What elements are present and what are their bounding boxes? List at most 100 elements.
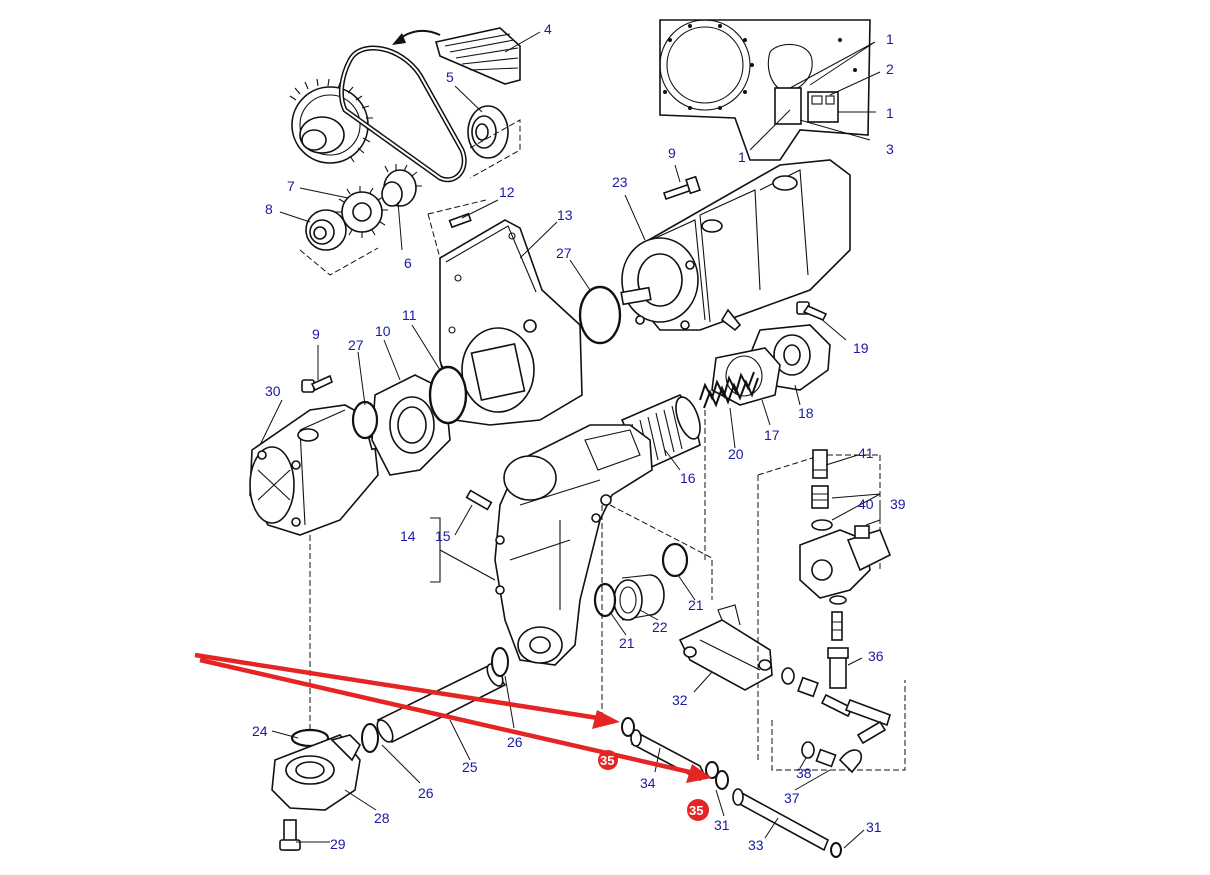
callout-15: 15: [435, 528, 451, 544]
svg-text:35: 35: [689, 803, 703, 818]
highlight-badge-35-lower: 35: [687, 799, 709, 821]
callout-14: 14: [400, 528, 416, 544]
drive-gear: [289, 78, 374, 164]
o-ring-35-lower: [715, 770, 729, 790]
bolt-29: [279, 819, 301, 851]
pipe-33: [732, 788, 830, 852]
callout-23: 23: [612, 174, 628, 190]
o-ring-11: [428, 365, 468, 425]
belt-segment: [434, 27, 521, 85]
callout-31-mid: 31: [714, 817, 730, 833]
callout-24: 24: [252, 723, 268, 739]
callout-1-mid: 1: [886, 105, 894, 121]
callout-1-top: 1: [886, 31, 894, 47]
callout-40: 40: [858, 496, 874, 512]
solenoid-valve-39: [799, 525, 892, 599]
tube-25: [376, 663, 507, 744]
callout-34: 34: [640, 775, 656, 791]
rear-housing-cover: [659, 19, 871, 161]
callout-9-upper: 9: [668, 145, 676, 161]
pipe-elbow-fitting: [820, 693, 891, 774]
callout-26-lower: 26: [418, 785, 434, 801]
auxiliary-gear-pump-30: [249, 404, 393, 536]
callout-17: 17: [764, 427, 780, 443]
callout-39: 39: [890, 496, 906, 512]
bearing-8: [305, 209, 347, 251]
banjo-bolt-36: [827, 647, 849, 689]
seal-ring-valve: [829, 595, 847, 605]
callout-5: 5: [446, 69, 454, 85]
highlight-badge-35-upper: 35: [598, 750, 618, 770]
tandem-hydraulic-pump: [620, 159, 851, 332]
callout-27-lower: 27: [348, 337, 364, 353]
sleeve-22: [613, 574, 665, 621]
callout-18: 18: [798, 405, 814, 421]
callout-3: 3: [886, 141, 894, 157]
leader-lines: [259, 31, 881, 849]
svg-text:35: 35: [600, 753, 614, 768]
elbow-28: [271, 734, 361, 811]
callout-26-upper: 26: [507, 734, 523, 750]
callout-25: 25: [462, 759, 478, 775]
callout-11: 11: [402, 307, 417, 323]
callout-6: 6: [404, 255, 412, 271]
callout-38: 38: [796, 765, 812, 781]
o-ring-21-left: [593, 582, 617, 618]
gasket-plate-2: [807, 91, 839, 123]
callout-41: 41: [858, 445, 874, 461]
spur-gear-7: [336, 186, 388, 238]
gasket-17: [711, 347, 781, 406]
callout-4: 4: [544, 21, 552, 37]
seal-38: [801, 741, 815, 759]
o-ring-26-upper: [491, 647, 509, 677]
o-ring-21-right: [661, 542, 689, 578]
callout-7: 7: [287, 178, 295, 194]
o-ring-26-lower: [361, 723, 379, 753]
suction-manifold-14: [494, 424, 653, 666]
belt-drive-assembly: [289, 27, 521, 276]
rotation-arrow: [397, 29, 441, 41]
callout-10: 10: [375, 323, 391, 339]
gasket-plate-1: [774, 87, 802, 125]
callout-37: 37: [784, 790, 800, 806]
connector-nipple: [831, 611, 843, 641]
callout-21-left: 21: [619, 635, 635, 651]
seal-washer: [781, 667, 795, 685]
callout-2: 2: [886, 61, 894, 77]
fitting-41: [812, 449, 828, 479]
fitting-37: [815, 748, 837, 768]
highlight-arrows: [194, 652, 712, 783]
callout-33: 33: [748, 837, 764, 853]
o-ring-27-upper: [578, 285, 622, 345]
bearing-5: [467, 105, 509, 159]
arrow-head-upper: [592, 710, 620, 729]
callout-21-right: 21: [688, 597, 704, 613]
bolt-9-upper: [662, 175, 701, 201]
callout-20: 20: [728, 446, 744, 462]
o-ring-27-lower: [351, 400, 379, 440]
callout-16: 16: [680, 470, 696, 486]
callout-9-lower: 9: [312, 326, 320, 342]
callout-12: 12: [499, 184, 515, 200]
callout-13: 13: [557, 207, 573, 223]
callout-1-left: 1: [738, 149, 746, 165]
callout-29: 29: [330, 836, 346, 852]
bolt-19: [796, 301, 828, 322]
o-ring-31-end: [830, 842, 842, 858]
callout-19: 19: [853, 340, 869, 356]
dowel-pin-12: [448, 212, 472, 229]
callout-36: 36: [868, 648, 884, 664]
callout-22: 22: [652, 619, 668, 635]
seal-40: [811, 519, 833, 531]
callout-30: 30: [265, 383, 281, 399]
callout-27-upper: 27: [556, 245, 572, 261]
spring-20: [699, 371, 759, 409]
adapter-40: [811, 485, 829, 509]
callout-8: 8: [265, 201, 273, 217]
arrow-head-lower: [686, 764, 712, 783]
callout-labels: 1 2 1 3 1 4 5 7 8 6 12 13 27 9 23 19 18 …: [252, 21, 906, 853]
stud-15: [465, 489, 493, 511]
union-fitting: [797, 676, 819, 698]
